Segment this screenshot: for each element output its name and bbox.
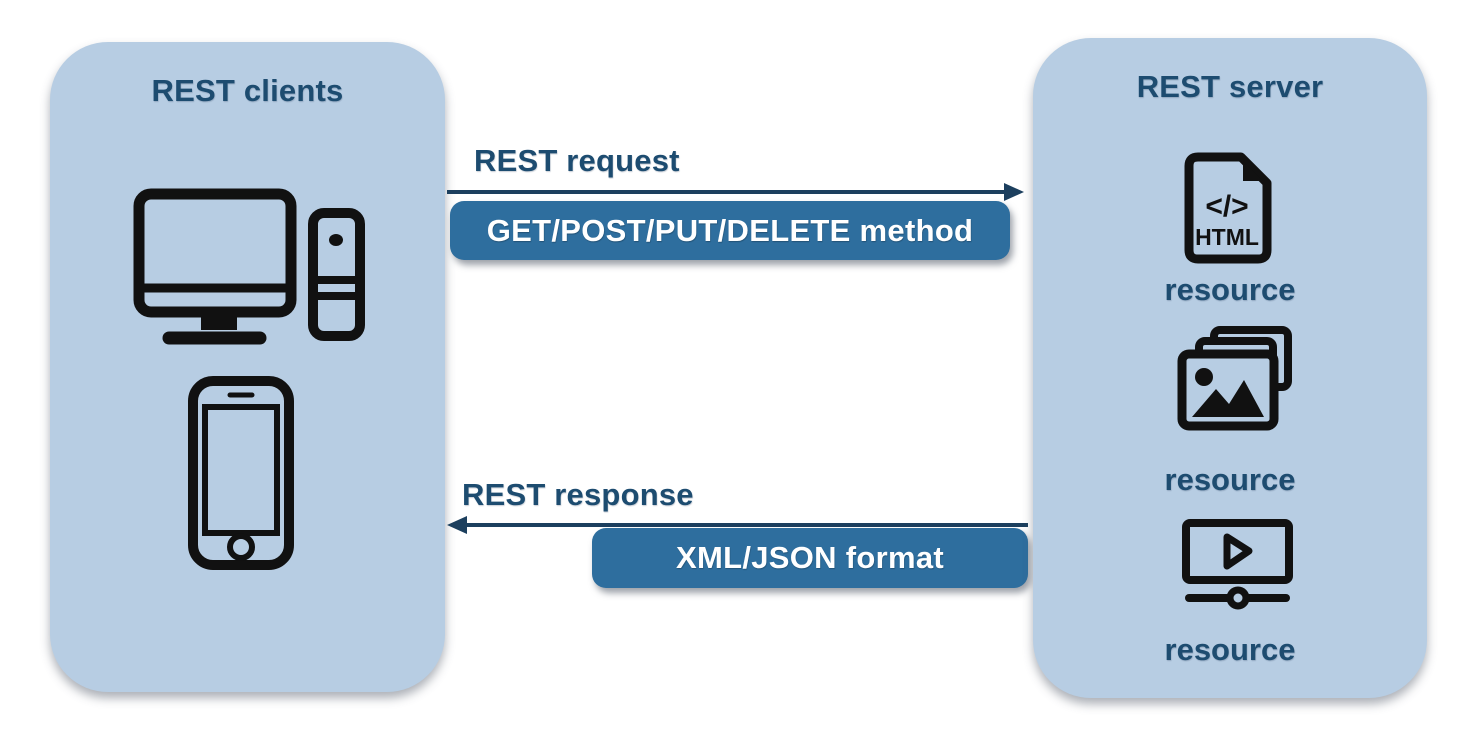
html-format-text: HTML	[1195, 224, 1259, 250]
response-format-badge: XML/JSON format	[592, 528, 1028, 588]
rest-response-label: REST response	[462, 477, 694, 512]
rest-server-title: REST server	[1136, 69, 1324, 104]
rest-request-label: REST request	[474, 143, 680, 178]
resource-label-images: resource	[1164, 462, 1296, 497]
rest-server-panel: REST server </> HTML resource resource	[1033, 38, 1427, 698]
rest-clients-title: REST clients	[151, 73, 344, 108]
video-player-icon	[1182, 519, 1293, 612]
request-method-badge: GET/POST/PUT/DELETE method	[450, 201, 1010, 260]
resource-label-html: resource	[1164, 272, 1296, 307]
image-gallery-icon	[1177, 325, 1293, 432]
desktop-computer-icon	[133, 188, 365, 350]
arrow-left-icon	[446, 513, 1028, 542]
html-file-icon: </> HTML	[1182, 152, 1274, 264]
smartphone-icon	[188, 376, 294, 570]
arrow-right-icon	[447, 180, 1025, 209]
resource-label-video: resource	[1164, 632, 1296, 667]
rest-clients-panel: REST clients	[50, 42, 445, 692]
code-glyph: </>	[1205, 190, 1248, 223]
